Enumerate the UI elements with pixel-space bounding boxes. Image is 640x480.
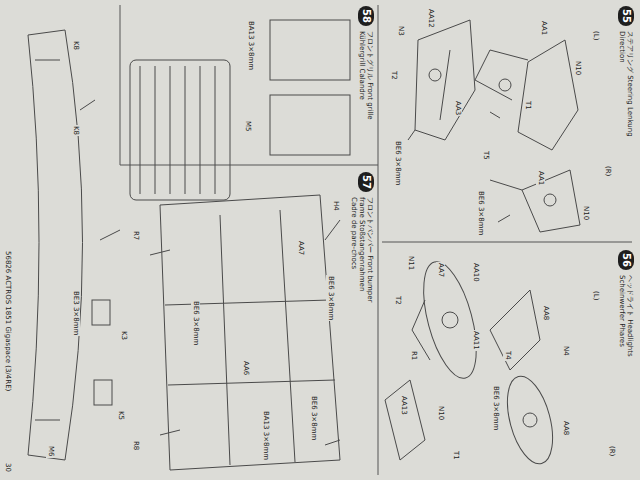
part-label: BA13 3×8mm — [261, 410, 270, 461]
part-label: BE6 3×8mm — [476, 190, 485, 236]
part-label: AA8 — [561, 420, 570, 436]
step-header: 58 フロントグリル Front grille Kühlergrill Calan… — [358, 6, 374, 142]
part-label: N11 — [406, 255, 415, 271]
part-label: T5 — [481, 150, 490, 161]
part-label: T2 — [393, 295, 402, 306]
part-label: AA7 — [436, 262, 445, 278]
part-label: BE6 3×8mm — [393, 140, 402, 186]
part-label: R1 — [409, 350, 418, 361]
part-label: (R) — [607, 445, 616, 457]
step-header: 55 ステアリング Steering Lenkung Direction — [618, 6, 634, 142]
part-label: 30 — [3, 462, 12, 473]
step-title: フロントバンパー Front bumper frame Stoßstangenr… — [350, 196, 374, 308]
part-label: T1 — [523, 100, 532, 111]
step-title: ステアリング Steering Lenkung Direction — [618, 30, 634, 142]
part-label: N4 — [561, 345, 570, 357]
step-number: 56 — [618, 250, 634, 270]
part-label: AA8 — [541, 305, 550, 321]
part-label: N10 — [573, 60, 582, 76]
part-label: T1 — [451, 450, 460, 461]
part-label: H4 — [331, 200, 340, 212]
part-label: (L) — [591, 290, 600, 301]
part-label: AA10 — [471, 262, 480, 283]
step-header: 57 フロントバンパー Front bumper frame Stoßstange… — [350, 172, 374, 308]
part-label: BA13 3×8mm — [246, 20, 255, 71]
part-label: BE6 3×8mm — [326, 275, 335, 321]
part-label: N3 — [396, 25, 405, 37]
part-label: AA3 — [453, 100, 462, 116]
step-number: 55 — [618, 6, 634, 26]
part-label: AA6 — [241, 360, 250, 376]
part-label: BE6 3×8mm — [309, 395, 318, 441]
part-label: M5 — [243, 120, 252, 133]
part-label: AA1 — [536, 170, 545, 186]
part-label: (L) — [591, 30, 600, 41]
part-label: N10 — [436, 405, 445, 421]
part-label: T2 — [389, 70, 398, 81]
part-label: K5 — [116, 410, 125, 421]
part-label: M6 — [46, 445, 55, 458]
part-label: K8 — [71, 40, 80, 51]
part-label: AA1 — [539, 20, 548, 36]
part-label: N10 — [581, 205, 590, 221]
part-label: AA13 — [399, 395, 408, 416]
step-number: 58 — [358, 6, 374, 26]
part-label: BE6 3×8mm — [191, 300, 200, 346]
part-label: R8 — [131, 440, 140, 451]
step-number: 57 — [358, 172, 374, 192]
part-label: BE3 3×8mm — [71, 290, 80, 336]
step-header: 56 ヘッドライト Headlights Scheinwerfer Phares — [618, 250, 634, 386]
part-label: K3 — [119, 330, 128, 341]
part-label: R7 — [131, 230, 140, 241]
part-label: (R) — [603, 165, 612, 177]
part-label: K8 — [71, 125, 80, 136]
part-label: AA7 — [296, 240, 305, 256]
part-label: AA11 — [471, 330, 480, 351]
step-title: ヘッドライト Headlights Scheinwerfer Phares — [618, 274, 634, 386]
part-label: T4 — [503, 350, 512, 361]
step-title: フロントグリル Front grille Kühlergrill Calandr… — [358, 30, 374, 142]
part-label: AA12 — [426, 8, 435, 29]
part-label: 56826 ACTROS 1851 Gigaspace (3/4RE) — [3, 250, 12, 392]
part-label: BE6 3×8mm — [491, 385, 500, 431]
